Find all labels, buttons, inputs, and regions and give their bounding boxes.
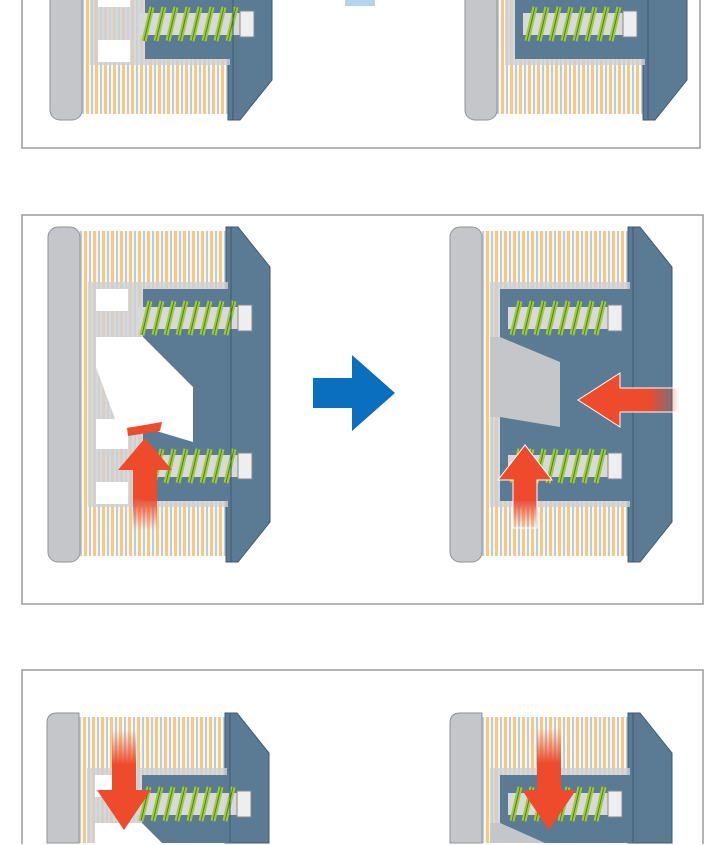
mechanism-bottom-left xyxy=(47,713,269,843)
contact-highlight xyxy=(127,422,162,436)
force-arrow-up-icon xyxy=(496,444,554,529)
panel-top xyxy=(21,0,701,149)
mechanism-before xyxy=(48,227,270,562)
panel-bottom xyxy=(21,669,704,844)
force-arrow-down-icon xyxy=(97,730,151,830)
panel-middle xyxy=(21,214,704,605)
mechanism-top-right xyxy=(465,0,687,120)
force-arrow-down-icon xyxy=(522,728,576,830)
force-arrow-up-icon xyxy=(118,438,172,530)
step-arrow-right-icon xyxy=(313,355,395,431)
mechanism-top-left xyxy=(50,0,272,120)
force-arrow-left-icon xyxy=(577,372,681,428)
